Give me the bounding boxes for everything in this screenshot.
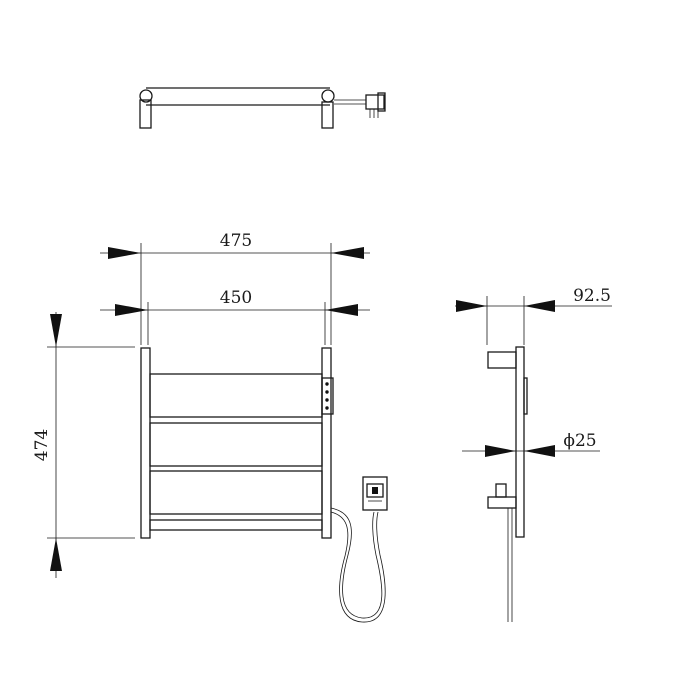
dimension-height-label: 474: [32, 429, 52, 461]
dimension-inner-width: 450: [100, 288, 370, 316]
dimension-height: 474: [32, 312, 135, 578]
top-view: [139, 87, 386, 129]
dimension-tube-diameter: ϕ25: [462, 431, 600, 457]
dimension-outer-width-label: 475: [220, 231, 252, 251]
front-view: [140, 347, 388, 623]
dimension-depth-label: 92.5: [573, 286, 611, 306]
dimension-depth: 92.5: [455, 286, 612, 345]
front-view-dimensions: 475 450 474: [32, 231, 370, 578]
side-view: 92.5 ϕ25: [455, 286, 612, 622]
dimension-tube-diameter-label: ϕ25: [563, 431, 596, 451]
dimension-inner-width-label: 450: [220, 288, 252, 308]
dimension-outer-width: 475: [100, 231, 370, 259]
